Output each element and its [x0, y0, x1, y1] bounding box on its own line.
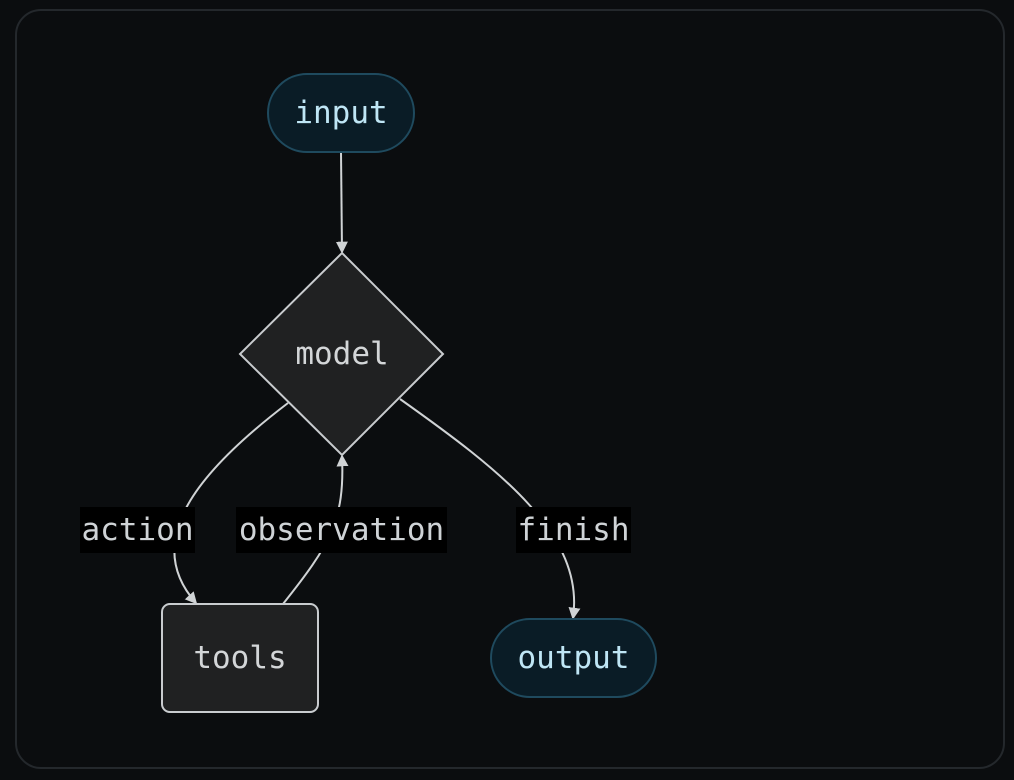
edge-model-to-tools	[173, 402, 289, 605]
node-input: input	[267, 73, 415, 153]
node-tools: tools	[161, 603, 319, 713]
node-tools-label: tools	[193, 640, 286, 676]
node-model-label: model	[295, 336, 388, 372]
edge-label-observation-text: observation	[239, 512, 444, 548]
edge-input-to-model	[335, 151, 348, 254]
edge-label-action: action	[80, 507, 195, 553]
edge-model-to-output	[399, 398, 581, 620]
node-output: output	[490, 618, 657, 698]
edge-label-finish: finish	[516, 507, 631, 553]
node-input-label: input	[294, 95, 387, 131]
edge-label-action-text: action	[82, 512, 194, 548]
edge-label-observation: observation	[236, 507, 447, 553]
node-model: model	[238, 251, 445, 457]
node-output-label: output	[518, 640, 630, 676]
edge-label-finish-text: finish	[518, 512, 630, 548]
